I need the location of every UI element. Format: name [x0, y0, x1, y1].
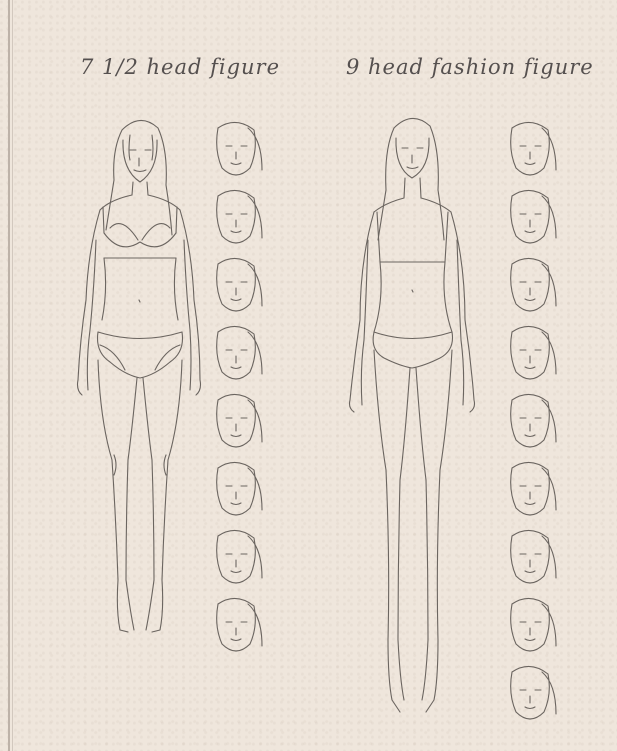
- figure-7-5-head: [78, 120, 201, 632]
- head-units-right: [511, 122, 556, 719]
- head-units-left: [217, 122, 262, 651]
- figure-9-head: [350, 118, 475, 712]
